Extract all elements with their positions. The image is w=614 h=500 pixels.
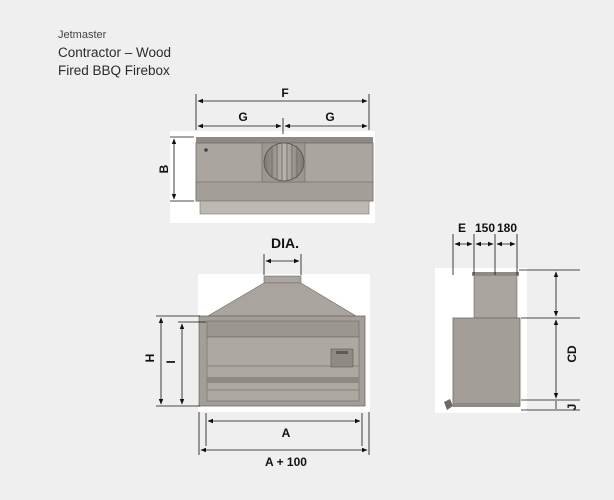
dim-label-a-plus-100: A + 100	[265, 455, 307, 469]
front-view-grate-bar	[207, 377, 359, 383]
side-view-base-strip	[453, 403, 520, 407]
dim-label-g-left: G	[238, 110, 247, 124]
dim-label-j: J	[565, 404, 579, 411]
side-view-foot-icon	[444, 399, 453, 410]
front-view-lintel	[206, 320, 360, 338]
dim-label-g-right: G	[325, 110, 334, 124]
dim-label-h: H	[143, 354, 157, 363]
flue-vent-icon	[263, 142, 305, 182]
dim-label-e: E	[458, 221, 466, 235]
dim-label-dia: DIA.	[271, 235, 299, 251]
dim-label-b: B	[157, 164, 171, 173]
dim-label-cd: CD	[565, 345, 579, 363]
front-view-opening	[206, 336, 360, 402]
dim-label-150: 150	[475, 221, 495, 235]
front-view: DIA. H I A A + 100	[143, 235, 370, 469]
brand-name: Jetmaster	[58, 29, 107, 41]
top-view: F G G B	[157, 86, 375, 223]
dim-label-i: I	[164, 360, 178, 363]
side-view-body	[452, 317, 521, 407]
product-title: Contractor – Wood Fired BBQ Firebox	[58, 44, 258, 80]
top-view-base	[199, 200, 370, 215]
dim-label-a: A	[282, 426, 291, 440]
dim-label-f: F	[281, 86, 288, 100]
top-view-lower-panel	[195, 181, 374, 202]
side-view-chimney	[473, 274, 518, 319]
top-view-rim	[196, 137, 373, 143]
product-title-line-2: Fired BBQ Firebox	[58, 63, 170, 78]
top-view-screw-icon	[204, 148, 208, 152]
front-view-side-box-handle	[336, 351, 348, 354]
side-view-chimney-cap	[472, 272, 519, 276]
dim-label-180: 180	[497, 221, 517, 235]
side-view: E 150 180 CD J	[435, 221, 580, 413]
product-title-line-1: Contractor – Wood	[58, 45, 172, 60]
front-view-flue-collar	[263, 275, 302, 284]
